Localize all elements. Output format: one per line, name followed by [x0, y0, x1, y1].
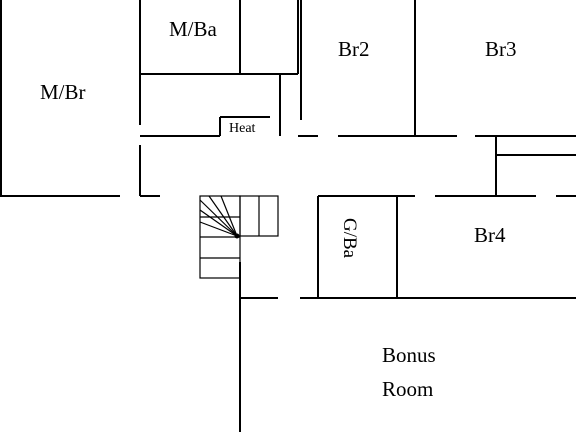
upper-bedrooms — [298, 0, 576, 196]
bonus-room — [239, 262, 278, 432]
label-guest-bath: G/Ba — [339, 218, 360, 259]
label-bedroom2: Br2 — [338, 37, 370, 61]
label-master-bath: M/Ba — [169, 17, 218, 41]
label-bonus: Bonus — [382, 343, 436, 367]
label-room: Room — [382, 377, 433, 401]
master-bedroom — [0, 0, 141, 197]
label-master-bedroom: M/Br — [40, 80, 86, 104]
stairs — [199, 195, 279, 279]
master-bath — [140, 0, 299, 137]
guest-bath-br4 — [300, 196, 576, 299]
label-heat: Heat — [229, 121, 256, 136]
label-bedroom3: Br3 — [485, 37, 517, 61]
label-bedroom4: Br4 — [474, 223, 506, 247]
